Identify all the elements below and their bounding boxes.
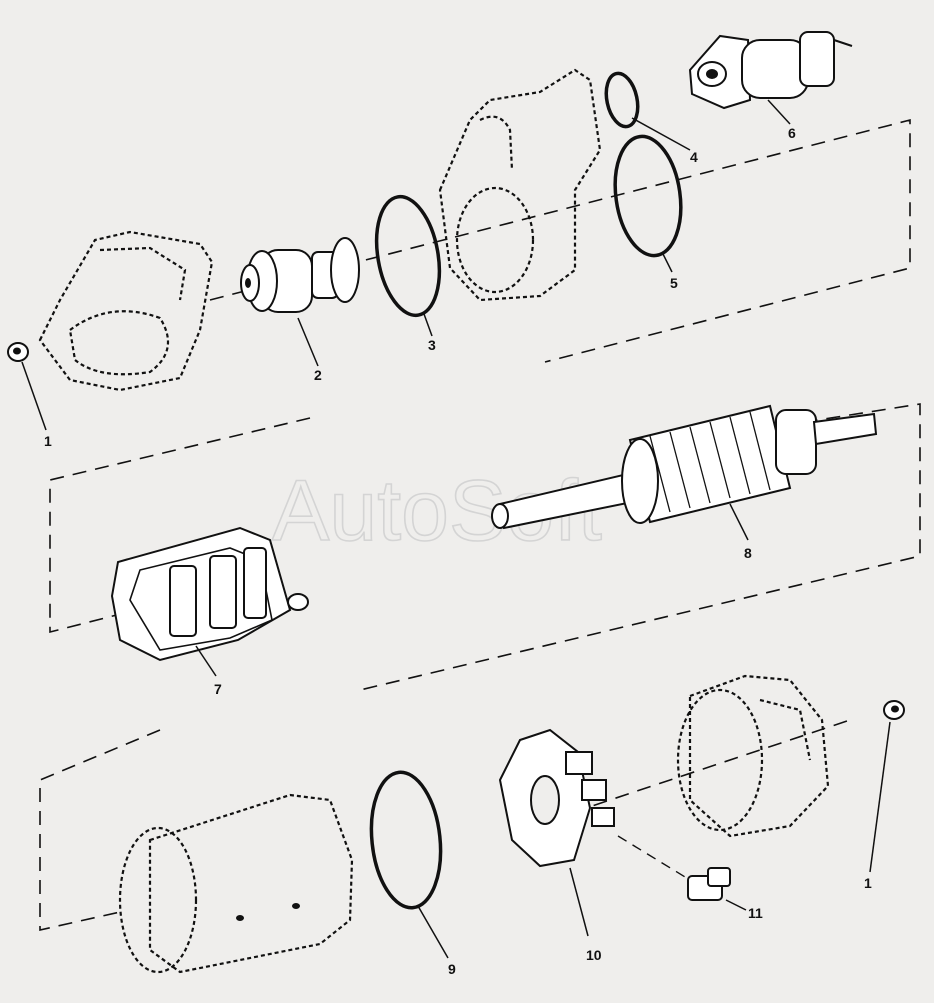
- lever-housing-ghost: [438, 68, 602, 302]
- callout-9: 9: [448, 961, 456, 977]
- part-6-solenoid: [688, 31, 853, 125]
- callout-5: 5: [670, 275, 678, 291]
- callout-6: 6: [788, 125, 796, 141]
- callout-8: 8: [744, 545, 752, 561]
- callout-10: 10: [586, 947, 602, 963]
- callout-2: 2: [314, 367, 322, 383]
- part-9-o-ring: [369, 770, 449, 959]
- part-8-armature: [491, 404, 878, 541]
- callout-1-rear: 1: [864, 875, 872, 891]
- part-11-brush: [617, 835, 747, 911]
- frame-housing-ghost: [118, 793, 354, 974]
- part-2-drive-assembly: [240, 237, 360, 367]
- callout-1-front: 1: [44, 433, 52, 449]
- drive-end-housing-ghost: [38, 230, 214, 392]
- part-4-small-o-ring: [604, 71, 691, 151]
- callout-11: 11: [748, 905, 763, 921]
- commutator-end-housing-ghost: [676, 674, 830, 838]
- callout-3: 3: [428, 337, 436, 353]
- part-3-o-ring: [374, 194, 442, 337]
- callout-4: 4: [690, 149, 698, 165]
- part-5-large-o-ring: [613, 134, 683, 273]
- part-1-bushing-front: [7, 342, 47, 431]
- part-1-bushing-rear: [869, 700, 905, 873]
- part-10-brush-holder: [498, 728, 615, 937]
- part-7-field-coil-assembly: [110, 526, 309, 677]
- callout-labels: 1 2 3 4 5 6 7 8 1 9 10 11: [44, 125, 872, 977]
- callout-7: 7: [214, 681, 222, 697]
